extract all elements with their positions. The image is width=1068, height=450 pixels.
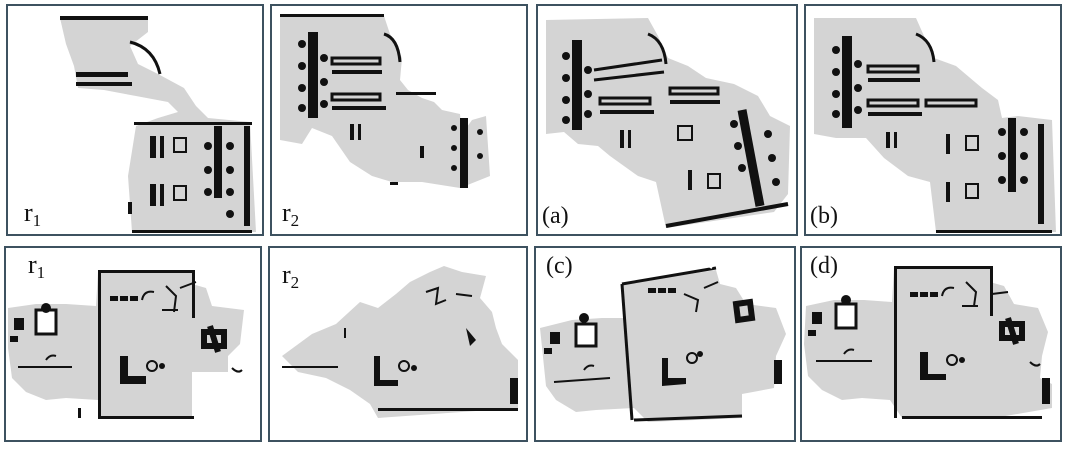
map-panel-bottom-c: (c) [534,246,796,442]
occupancy-map-top-r1 [60,16,256,233]
map-panel-top-r1: r1 [6,4,264,236]
map-panel-bottom-r1: r1 [4,246,262,442]
occupancy-map-top-r2 [280,14,490,188]
label-base: r [24,198,33,227]
label-subscript: 1 [36,263,46,282]
map-panel-top-b: (b) [804,4,1062,236]
label-subscript: 1 [32,211,42,230]
panel-label: r1 [28,250,46,282]
label-base: r [282,260,291,289]
panel-label: (b) [810,203,838,229]
occupancy-map-bottom-d [804,266,1052,419]
panel-label: (c) [546,253,573,279]
label-subscript: 2 [290,211,300,230]
label-base: r [282,198,291,227]
map-panel-top-a: (a) [536,4,798,236]
map-panel-bottom-r2: r2 [268,246,528,442]
panel-label: r2 [282,260,300,292]
occupancy-map-top-b [814,18,1056,233]
panel-label: (a) [542,203,569,229]
label-subscript: 2 [290,273,300,292]
label-base: r [28,250,37,279]
map-panel-bottom-d: (d) [800,246,1062,442]
panel-label: (d) [810,253,838,279]
map-panel-top-r2: r2 [270,4,528,236]
panel-label: r2 [282,198,300,230]
panel-label: r1 [24,198,42,230]
occupancy-map-bottom-r2 [282,266,518,418]
occupancy-map-top-a [546,18,790,228]
occupancy-map-bottom-r1 [8,270,244,419]
occupancy-map-bottom-c [540,257,786,422]
